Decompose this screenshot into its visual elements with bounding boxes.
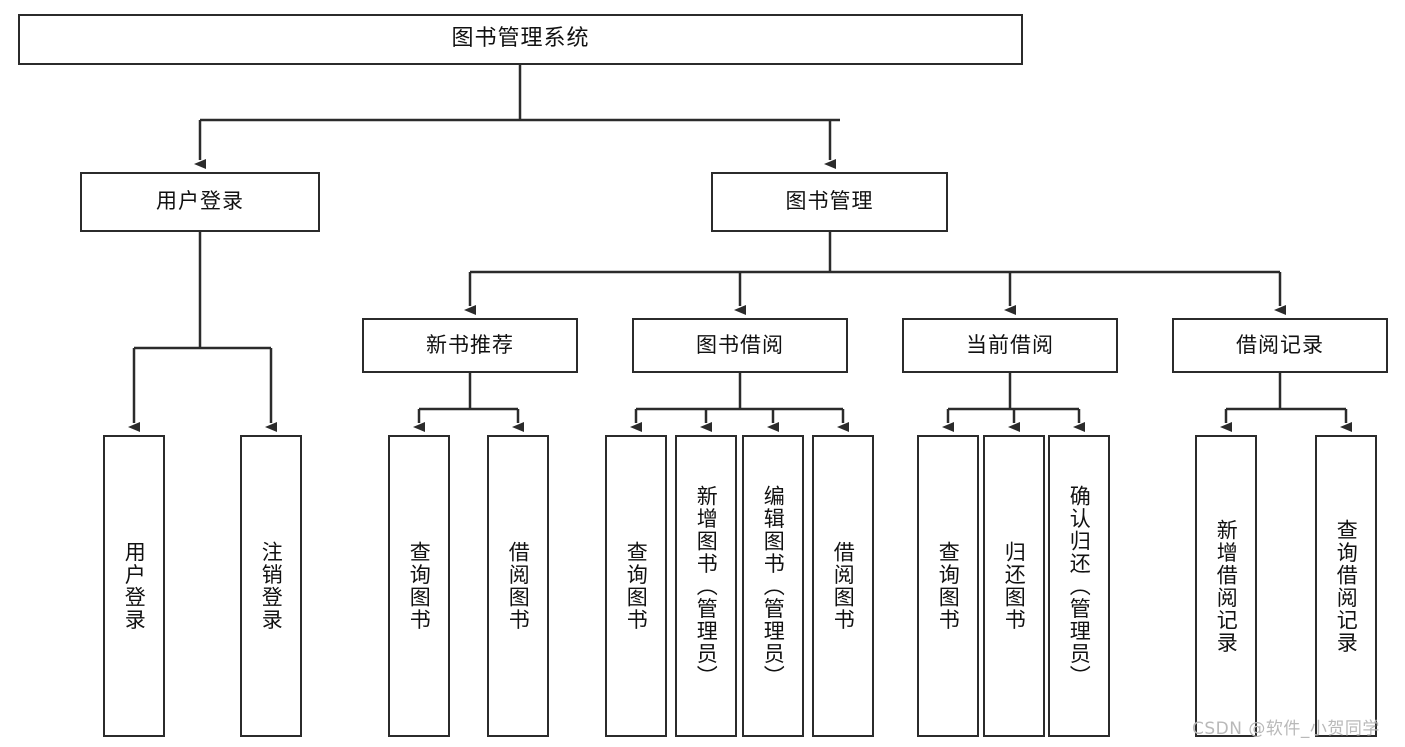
node-user-login-label: 用户登录	[156, 189, 244, 214]
leaf-add-borrow-record[interactable]: 新增借阅记录	[1195, 435, 1257, 737]
node-borrow-record-label: 借阅记录	[1236, 332, 1324, 357]
leaf-query-book-1[interactable]: 查询图书	[388, 435, 450, 737]
leaf-user-logout-label: 注销登录	[259, 541, 284, 631]
node-book-borrow-label: 图书借阅	[696, 332, 784, 357]
leaf-borrow-book-1-label: 借阅图书	[506, 541, 531, 631]
node-new-book-recommendation[interactable]: 新书推荐	[362, 318, 578, 373]
node-root[interactable]: 图书管理系统	[18, 14, 1023, 65]
leaf-borrow-book-2-label: 借阅图书	[831, 541, 856, 631]
leaf-query-book-1-label: 查询图书	[407, 541, 432, 631]
leaf-user-login[interactable]: 用户登录	[103, 435, 165, 737]
leaf-query-book-3-label: 查询图书	[936, 541, 961, 631]
leaf-confirm-return[interactable]: 确认归还（管理员）	[1048, 435, 1110, 737]
leaf-edit-book-label: 编辑图书（管理员）	[761, 484, 786, 688]
leaf-confirm-return-label: 确认归还（管理员）	[1067, 484, 1092, 688]
node-root-label: 图书管理系统	[451, 26, 590, 52]
leaf-add-book[interactable]: 新增图书（管理员）	[675, 435, 737, 737]
leaf-query-borrow-record[interactable]: 查询借阅记录	[1315, 435, 1377, 737]
node-book-manage[interactable]: 图书管理	[711, 172, 948, 232]
csdn-watermark: CSDN @软件_小贺同学	[1192, 719, 1380, 739]
leaf-query-book-2[interactable]: 查询图书	[605, 435, 667, 737]
leaf-return-book[interactable]: 归还图书	[983, 435, 1045, 737]
leaf-edit-book[interactable]: 编辑图书（管理员）	[742, 435, 804, 737]
node-borrow-record[interactable]: 借阅记录	[1172, 318, 1388, 373]
leaf-user-login-label: 用户登录	[122, 541, 147, 631]
leaf-query-book-2-label: 查询图书	[624, 541, 649, 631]
leaf-borrow-book-2[interactable]: 借阅图书	[812, 435, 874, 737]
node-user-login[interactable]: 用户登录	[80, 172, 320, 232]
leaf-add-book-label: 新增图书（管理员）	[694, 484, 719, 688]
node-current-borrow[interactable]: 当前借阅	[902, 318, 1118, 373]
leaf-query-borrow-record-label: 查询借阅记录	[1334, 518, 1359, 654]
leaf-return-book-label: 归还图书	[1002, 541, 1027, 631]
leaf-add-borrow-record-label: 新增借阅记录	[1214, 518, 1239, 654]
node-book-borrow[interactable]: 图书借阅	[632, 318, 848, 373]
leaf-borrow-book-1[interactable]: 借阅图书	[487, 435, 549, 737]
leaf-query-book-3[interactable]: 查询图书	[917, 435, 979, 737]
leaf-user-logout[interactable]: 注销登录	[240, 435, 302, 737]
node-current-borrow-label: 当前借阅	[966, 332, 1054, 357]
node-book-manage-label: 图书管理	[785, 189, 874, 214]
node-new-book-recommendation-label: 新书推荐	[426, 332, 514, 357]
